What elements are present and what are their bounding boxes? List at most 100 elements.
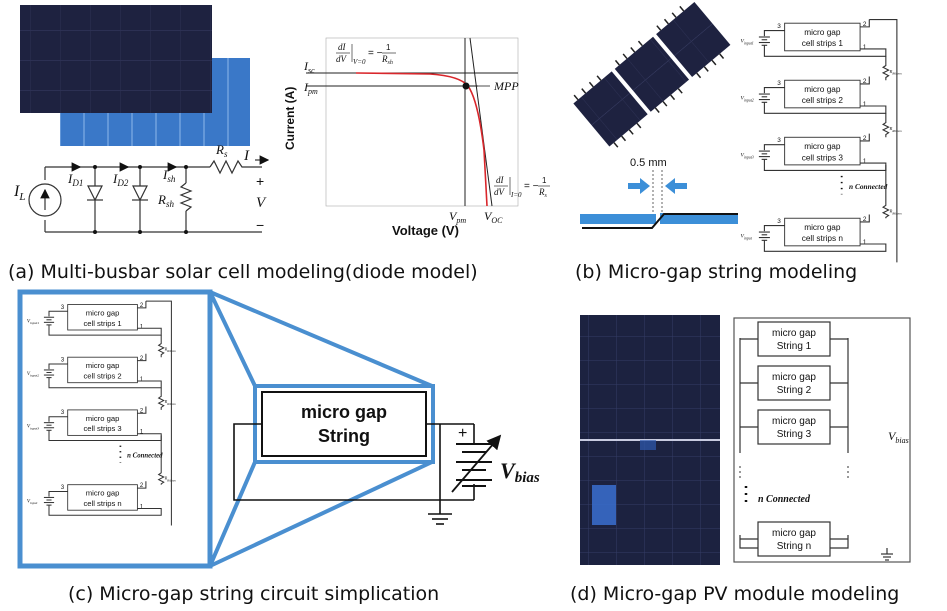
right-arrow-blue xyxy=(665,178,687,194)
svg-text:V=0: V=0 xyxy=(353,58,366,66)
mpp-point xyxy=(462,82,470,90)
diode-1-symbol xyxy=(87,185,103,202)
svg-text:1: 1 xyxy=(542,176,547,185)
pin-2: 2 xyxy=(863,21,867,28)
pin-1: 1 xyxy=(863,101,867,108)
pin-2: 2 xyxy=(140,303,143,309)
v-input-label: Vinput xyxy=(740,234,752,241)
panel-a: IL ID1 ID2 Ish Rsh Rs I + V − Current (A… xyxy=(8,5,550,283)
strip-label-bottom: cell strips 1 xyxy=(83,319,121,328)
pin-3: 3 xyxy=(61,410,65,416)
iv-curve-plot: Current (A) Voltage (V) Isc Ipm MPP Vpm … xyxy=(283,37,550,238)
v-input-label: Vinput2 xyxy=(27,371,39,378)
ribbon-resistor xyxy=(157,435,165,485)
string-label-bottom: String 1 xyxy=(777,341,812,352)
svg-text:I=0: I=0 xyxy=(510,191,522,199)
id2-label: ID2 xyxy=(112,171,129,188)
strip-label-bottom: cell strips n xyxy=(802,234,844,243)
caption-d: (d) Micro-gap PV module modeling xyxy=(570,583,899,605)
mpp-label: MPP xyxy=(493,79,519,93)
svg-text:dV: dV xyxy=(336,54,348,64)
string-label-bottom: String n xyxy=(777,541,811,552)
ish-label: Ish xyxy=(162,167,176,184)
zoom-projection xyxy=(208,291,257,567)
strip-label-top: micro gap xyxy=(804,85,841,94)
strip-label-bottom: cell strips 3 xyxy=(83,424,121,433)
pin-1: 1 xyxy=(863,158,867,165)
isc-label: Isc xyxy=(303,59,315,75)
ribbon-resistor-label: RRibbon xyxy=(889,126,903,133)
ipm-label: Ipm xyxy=(303,80,318,96)
v-input-label: Vinput1 xyxy=(27,318,39,325)
pin-2: 2 xyxy=(863,135,867,142)
svg-text:Rsh: Rsh xyxy=(381,54,393,66)
svg-text:dV: dV xyxy=(494,187,506,197)
minus-terminal: − xyxy=(256,217,264,233)
svg-text:1: 1 xyxy=(386,43,391,52)
iv-curve-line xyxy=(355,72,488,207)
strip-label-top: micro gap xyxy=(804,223,841,232)
voc-label: VOC xyxy=(484,209,503,225)
block-line-2: String xyxy=(318,426,370,446)
pin-1: 1 xyxy=(140,430,144,436)
caption-c: (c) Micro-gap string circuit simplicatio… xyxy=(68,583,439,605)
pin-1: 1 xyxy=(140,377,144,383)
n-connected-label: n Connected xyxy=(849,182,888,191)
output-current-label: I xyxy=(243,148,250,164)
id1-label: ID1 xyxy=(67,171,83,188)
pin-3: 3 xyxy=(777,137,781,144)
vbias-label-d: Vbias xyxy=(888,429,909,445)
rs-label: Rs xyxy=(215,142,228,159)
pin-2: 2 xyxy=(863,216,867,223)
pin-2: 2 xyxy=(140,408,143,414)
pin-1: 1 xyxy=(863,239,867,246)
v-input-label: Vinput3 xyxy=(27,424,39,431)
voltage-label: V xyxy=(256,195,267,211)
gap-size-label: 0.5 mm xyxy=(630,157,667,169)
strip-label-bottom: cell strips 1 xyxy=(802,39,844,48)
plus-terminal: + xyxy=(256,173,264,189)
rsh-resistor-symbol xyxy=(179,182,193,212)
ground-symbol xyxy=(428,513,452,525)
svg-text:Rs: Rs xyxy=(538,187,548,199)
pin-3: 3 xyxy=(61,305,65,311)
pin-2: 2 xyxy=(140,483,143,489)
v-input-label: Vinput xyxy=(27,499,38,506)
battery-plus: + xyxy=(458,425,467,442)
svg-text:= −: = − xyxy=(368,48,383,59)
string-label-bottom: String 3 xyxy=(777,429,812,440)
caption-a: (a) Multi-busbar solar cell modeling(dio… xyxy=(8,261,478,283)
strip-label-top: micro gap xyxy=(804,142,841,151)
string-label-top: micro gap xyxy=(772,528,816,539)
il-label: IL xyxy=(13,183,25,203)
ribbon-resistor xyxy=(881,113,890,138)
dark-cell-image xyxy=(20,5,212,113)
y-axis-label: Current (A) xyxy=(283,87,297,150)
ribbon-resistor-label: RRibbon xyxy=(889,69,903,76)
diode-model-circuit: IL ID1 ID2 Ish Rsh Rs I + V − xyxy=(13,142,270,234)
pin-1: 1 xyxy=(140,324,144,330)
ribbon-resistor xyxy=(881,56,890,81)
strip-module-4: micro gap cell strips n 3 2 1 Vinput xyxy=(740,214,887,252)
variable-battery-symbol xyxy=(451,434,502,493)
strip-label-top: micro gap xyxy=(804,28,841,37)
strip-label-top: micro gap xyxy=(86,489,120,498)
pin-3: 3 xyxy=(777,218,781,225)
rsh-slope-equation: dI dV V=0 = − 1 Rsh xyxy=(336,42,396,66)
rsh-label: Rsh xyxy=(157,192,174,209)
rs-resistor-symbol xyxy=(209,159,262,175)
left-arrow-blue xyxy=(628,178,650,194)
ribbon-resistor xyxy=(157,335,165,358)
pin-3: 3 xyxy=(777,80,781,87)
